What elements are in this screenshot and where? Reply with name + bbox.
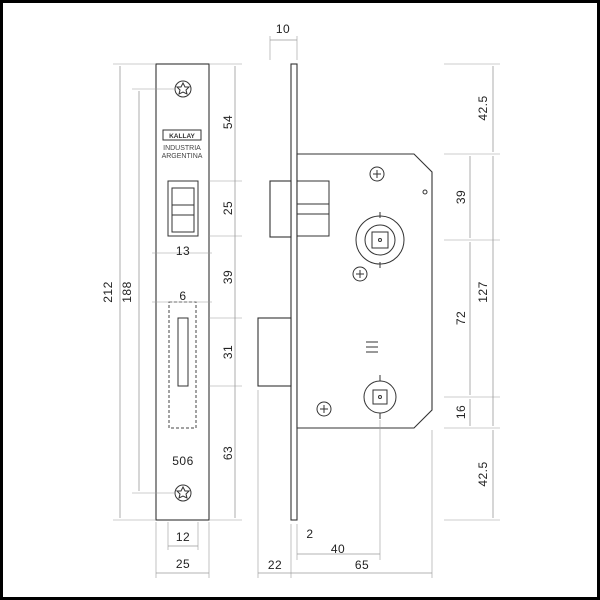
maker-line-2: ARGENTINA xyxy=(162,153,203,160)
brand-name: KALLAY xyxy=(169,133,195,140)
maker-line-1: INDUSTRIA xyxy=(163,145,201,152)
dim-right-127: 127 xyxy=(476,281,490,303)
face-plate-edge xyxy=(290,63,298,521)
latch-opening xyxy=(167,180,199,237)
dim-right-top: 42.5 xyxy=(476,95,490,120)
dim-latch-width: 13 xyxy=(176,244,190,258)
lock-body-side-view xyxy=(257,63,433,521)
dim-backset: 40 xyxy=(331,542,345,556)
lever-marks xyxy=(366,341,378,353)
dim-right-39: 39 xyxy=(454,190,468,204)
brand-badge xyxy=(162,129,202,141)
dim-right-72: 72 xyxy=(454,311,468,325)
case-screw-top-icon xyxy=(369,166,385,182)
plate-right-dimensions: 54 25 39 31 63 xyxy=(209,63,242,521)
dim-plate-thickness: 10 xyxy=(276,22,290,36)
key-cylinder xyxy=(363,375,397,419)
lock-case xyxy=(296,153,433,429)
deadbolt-side xyxy=(257,317,292,387)
left-dimensions: 212 188 xyxy=(101,63,175,521)
deadbolt-travel xyxy=(168,301,197,429)
latch-side xyxy=(269,180,292,238)
dim-right-bottom: 42.5 xyxy=(476,461,490,486)
dim-bolt-width: 6 xyxy=(179,289,186,303)
dim-right-16: 16 xyxy=(454,405,468,419)
dim-bottom-section: 63 xyxy=(221,446,235,460)
case-hole xyxy=(422,189,428,195)
dim-plate-width: 25 xyxy=(176,557,190,571)
model-number: 506 xyxy=(172,454,194,468)
dim-latch-height: 25 xyxy=(221,201,235,215)
dim-screw-spacing: 188 xyxy=(120,281,134,303)
dim-plate-inner: 12 xyxy=(176,530,190,544)
body-right-dimensions: 42.5 39 127 72 16 42.5 xyxy=(444,63,500,521)
dim-total-height: 212 xyxy=(101,281,115,303)
body-bottom-dimensions: 2 40 22 65 xyxy=(257,390,433,578)
case-screw-bottom-icon xyxy=(316,401,332,417)
deadbolt-slot xyxy=(177,317,189,387)
dim-top-section: 54 xyxy=(221,115,235,129)
handle-follower xyxy=(355,212,405,268)
dim-depth-65: 65 xyxy=(355,558,369,572)
face-plate-view: KALLAY INDUSTRIA ARGENTINA 506 13 6 xyxy=(152,63,212,521)
dim-offset-2: 2 xyxy=(306,527,313,541)
thickness-dimension: 10 xyxy=(269,22,298,60)
dim-bolt-height: 31 xyxy=(221,345,235,359)
dim-mid-section: 39 xyxy=(221,270,235,284)
case-screw-mid-icon xyxy=(352,266,368,282)
latch-internal xyxy=(296,180,330,237)
dim-depth-22: 22 xyxy=(268,558,282,572)
latch-bolt xyxy=(171,187,195,233)
plate-bottom-dimensions: 12 25 xyxy=(155,522,210,578)
